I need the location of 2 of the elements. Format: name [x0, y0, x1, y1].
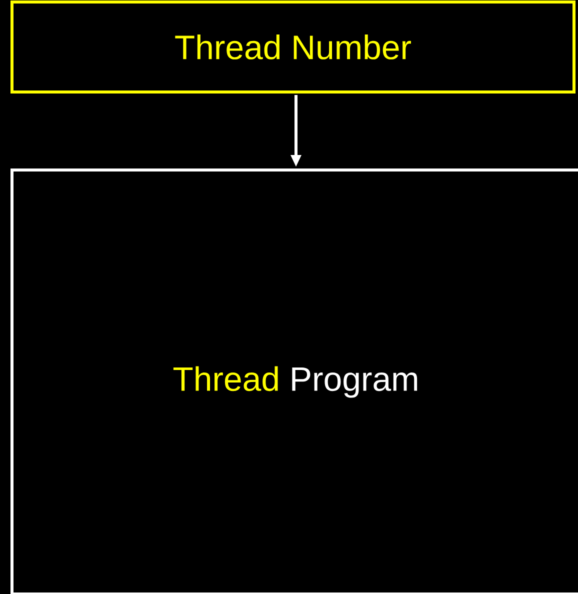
title-box: Thread Number [10, 0, 576, 94]
program-box: Thread Program [10, 168, 578, 594]
